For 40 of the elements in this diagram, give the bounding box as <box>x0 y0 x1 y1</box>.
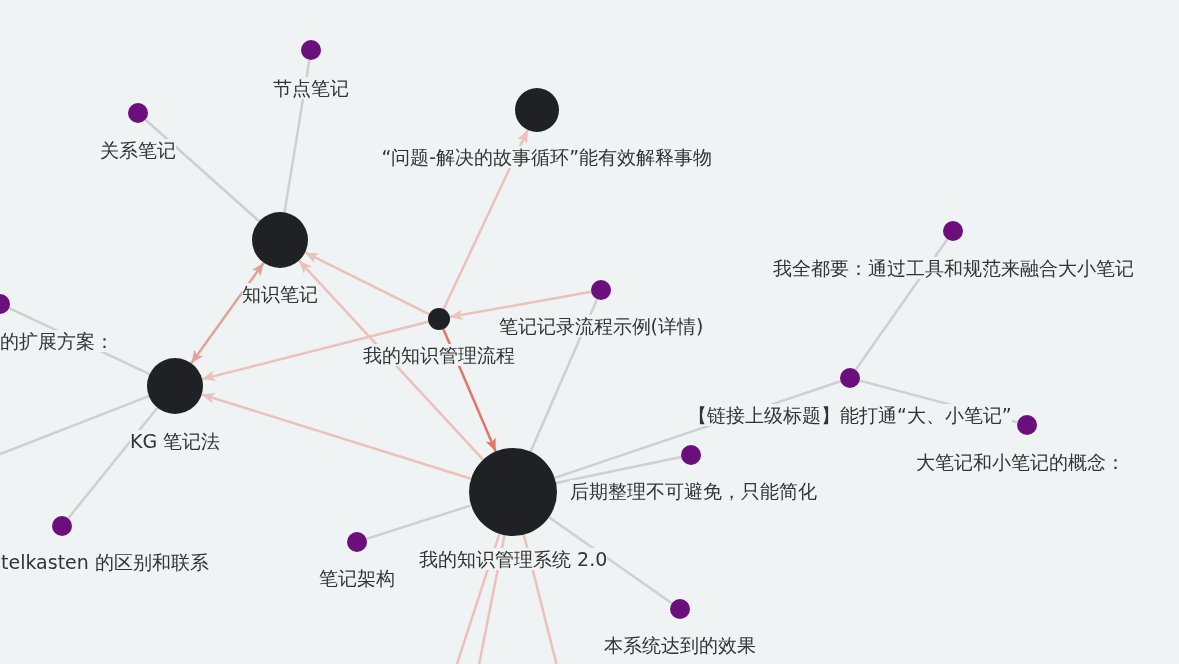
node-label: 我的知识管理系统 2.0 <box>419 548 608 570</box>
node-label: 后期整理不可避免，只能简化 <box>569 480 817 502</box>
connector-line <box>555 455 682 485</box>
circle-node <box>515 88 559 132</box>
arrow <box>449 290 592 321</box>
circle-node <box>252 212 308 268</box>
arrow <box>190 261 265 365</box>
connector-line <box>548 516 673 605</box>
circle-node <box>1017 415 1037 435</box>
circle-node <box>52 516 72 536</box>
circle-node <box>943 221 963 241</box>
node-label: 笔记架构 <box>319 567 395 589</box>
arrow <box>304 251 430 316</box>
node-label: “问题-解决的故事循环”能有效解释事物 <box>381 146 713 168</box>
circle-node <box>591 280 611 300</box>
circle-node <box>128 103 148 123</box>
connector-line <box>366 504 472 541</box>
node-label: 关系笔记 <box>100 139 176 161</box>
node-label: 我的知识管理流程 <box>363 344 515 366</box>
circle-node <box>301 40 321 60</box>
node-label: 知识笔记 <box>242 283 318 305</box>
circle-node <box>428 308 450 330</box>
circle-node <box>681 445 701 465</box>
arrow <box>201 320 429 382</box>
node-label: telkasten 的区别和联系 <box>1 551 209 573</box>
node-label: 节点笔记 <box>273 77 349 99</box>
arrow <box>442 129 529 310</box>
node-label: 笔记记录流程示例(详情) <box>498 315 704 337</box>
arrow <box>201 393 472 480</box>
node-label: KG 笔记法 <box>130 430 221 452</box>
circle-node <box>670 599 690 619</box>
node-label: 我全都要：通过工具和规范来融合大小笔记 <box>772 257 1134 279</box>
circle-node <box>840 368 860 388</box>
node-label: 本系统达到的效果 <box>604 634 756 656</box>
circle-node <box>147 358 203 414</box>
connector-line <box>144 118 260 223</box>
arrow <box>298 259 484 461</box>
connector-line <box>0 394 150 458</box>
circle-node <box>347 532 367 552</box>
connector-line <box>67 407 159 519</box>
